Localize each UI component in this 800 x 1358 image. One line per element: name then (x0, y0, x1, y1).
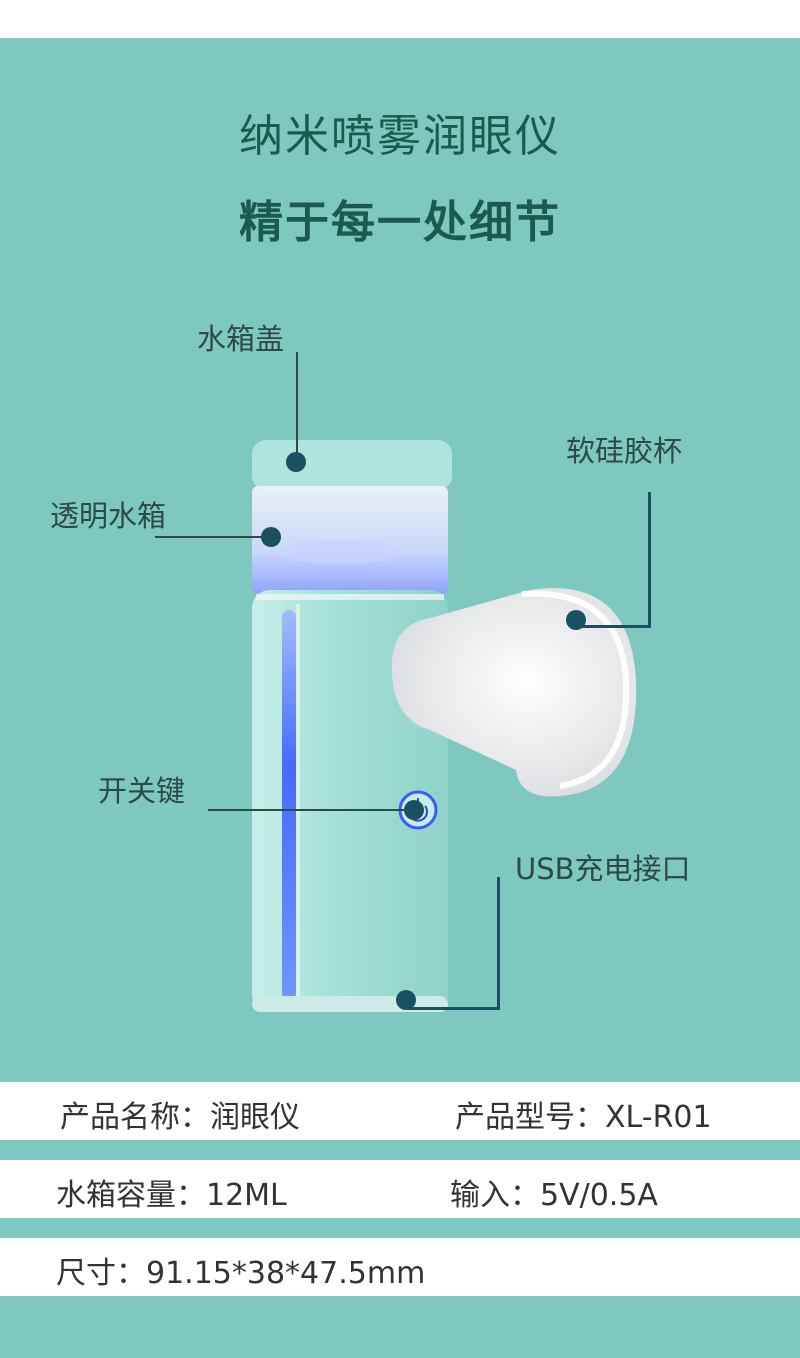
transparent-tank (252, 486, 448, 594)
page-subtitle: 精于每一处细节 (239, 197, 561, 248)
callout-silicone-cup-line-h (578, 625, 651, 628)
callout-tank-lid-marker (286, 452, 306, 472)
page-title: 纳米喷雾润眼仪 (239, 111, 561, 162)
callout-silicone-cup-marker (566, 610, 586, 630)
callout-silicone-cup-line-v (648, 492, 651, 628)
spec-row-1: 产品名称：润眼仪 产品型号：XL-R01 (0, 1082, 800, 1140)
callout-usb-port-marker (396, 990, 416, 1010)
callout-tank-lid: 水箱盖 (197, 322, 285, 356)
spec-row-3: 尺寸：91.15*38*47.5mm (0, 1238, 800, 1296)
spec-product-name: 产品名称：润眼仪 (60, 1100, 300, 1135)
callout-usb-port: USB充电接口 (515, 852, 691, 886)
spec-product-model: 产品型号：XL-R01 (455, 1100, 712, 1135)
spec-capacity: 水箱容量：12ML (56, 1178, 287, 1213)
callout-power-key: 开关键 (98, 774, 186, 808)
callout-usb-port-line-v (497, 877, 500, 1010)
tank-lid (252, 440, 452, 490)
spec-input: 输入：5V/0.5A (450, 1178, 658, 1213)
led-strip (282, 610, 296, 1000)
callout-transparent-tank: 透明水箱 (50, 499, 167, 533)
callout-tank-lid-line (296, 352, 298, 462)
callout-power-key-marker (404, 800, 424, 820)
callout-usb-port-line-h (408, 1007, 500, 1010)
callout-silicone-cup: 软硅胶杯 (566, 434, 683, 468)
silicone-cup (391, 588, 637, 797)
spec-row-2: 水箱容量：12ML 输入：5V/0.5A (0, 1160, 800, 1218)
spec-size: 尺寸：91.15*38*47.5mm (56, 1256, 426, 1291)
callout-power-key-line (208, 809, 412, 811)
callout-transparent-tank-marker (261, 527, 281, 547)
callout-transparent-tank-line (155, 536, 270, 538)
